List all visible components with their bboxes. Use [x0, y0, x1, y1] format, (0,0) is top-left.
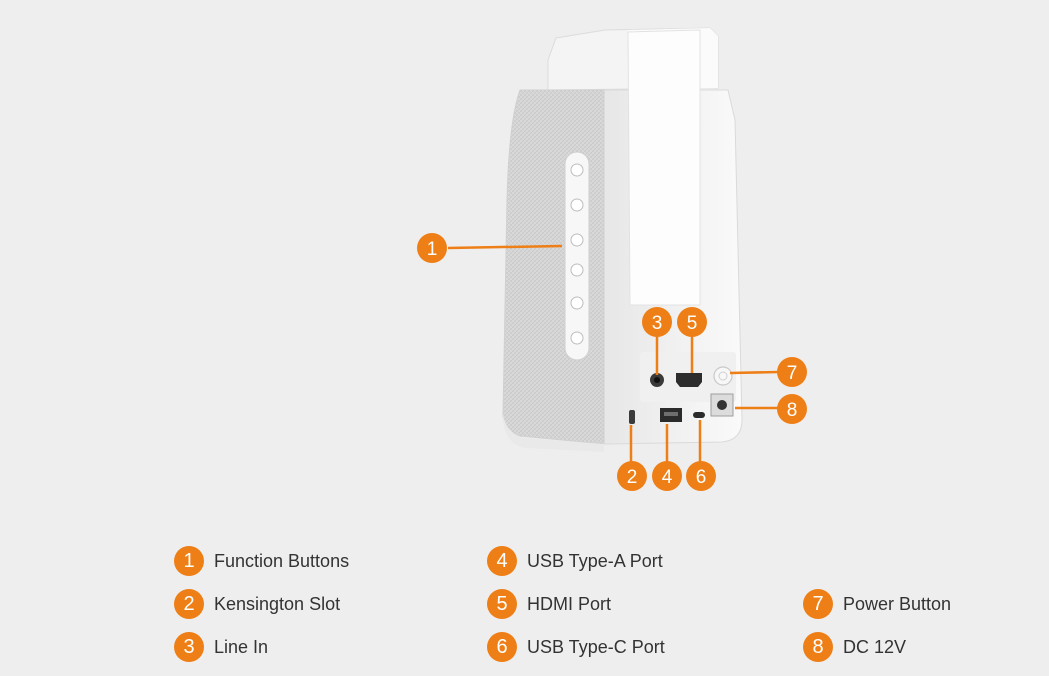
- svg-text:3: 3: [652, 313, 663, 334]
- callout-4: 4: [652, 461, 682, 491]
- svg-text:4: 4: [662, 467, 673, 488]
- svg-text:6: 6: [696, 467, 707, 488]
- svg-text:1: 1: [427, 239, 438, 260]
- callout-1: 1: [417, 233, 447, 263]
- callout-8: 8: [777, 394, 807, 424]
- callout-5: 5: [677, 307, 707, 337]
- callout-2: 2: [617, 461, 647, 491]
- svg-text:2: 2: [627, 467, 638, 488]
- callout-leaders: [447, 244, 779, 462]
- svg-text:5: 5: [687, 313, 698, 334]
- svg-text:8: 8: [787, 400, 798, 421]
- callout-6: 6: [686, 461, 716, 491]
- device-body: [502, 27, 743, 452]
- svg-text:7: 7: [787, 363, 798, 384]
- callout-7: 7: [777, 357, 807, 387]
- callout-3: 3: [642, 307, 672, 337]
